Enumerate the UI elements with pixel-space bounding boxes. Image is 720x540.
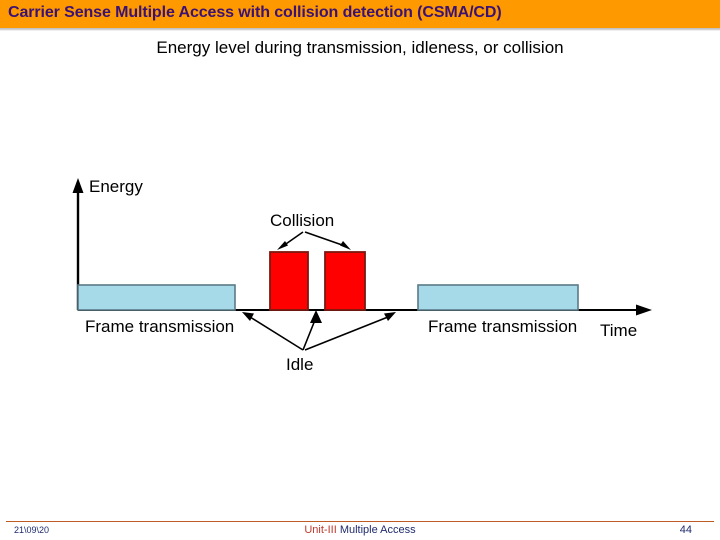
footer-page-number: 44: [679, 524, 692, 536]
collision-leader-lines: [277, 231, 351, 250]
energy-level-diagram: Energy Time Frame transmission Frame tra…: [0, 160, 720, 380]
footer-date: 21\09\20: [14, 525, 50, 535]
footer-caption: Unit-III Multiple Access: [0, 524, 720, 536]
x-axis-label: Time: [600, 321, 637, 340]
frame-block-right: [417, 284, 579, 311]
slide-subtitle: Energy level during transmission, idlene…: [156, 38, 564, 57]
y-axis-label: Energy: [89, 177, 143, 196]
idle-leader-lines: [242, 310, 396, 351]
collision-bar-1: [269, 251, 309, 311]
footer-divider: [6, 521, 714, 522]
frame-block-left: [77, 284, 236, 311]
collision-label: Collision: [270, 211, 334, 230]
slide-title-bar: Carrier Sense Multiple Access with colli…: [0, 0, 720, 28]
footer-topic-label: Multiple Access: [339, 524, 416, 536]
frame-label-right: Frame transmission: [428, 317, 577, 336]
footer-unit-label: Unit-III: [304, 524, 337, 536]
slide-title: Carrier Sense Multiple Access with colli…: [8, 4, 502, 21]
idle-label: Idle: [286, 355, 313, 374]
title-bar-shadow: [0, 28, 720, 31]
frame-label-left: Frame transmission: [85, 317, 234, 336]
collision-bar-2: [324, 251, 366, 311]
